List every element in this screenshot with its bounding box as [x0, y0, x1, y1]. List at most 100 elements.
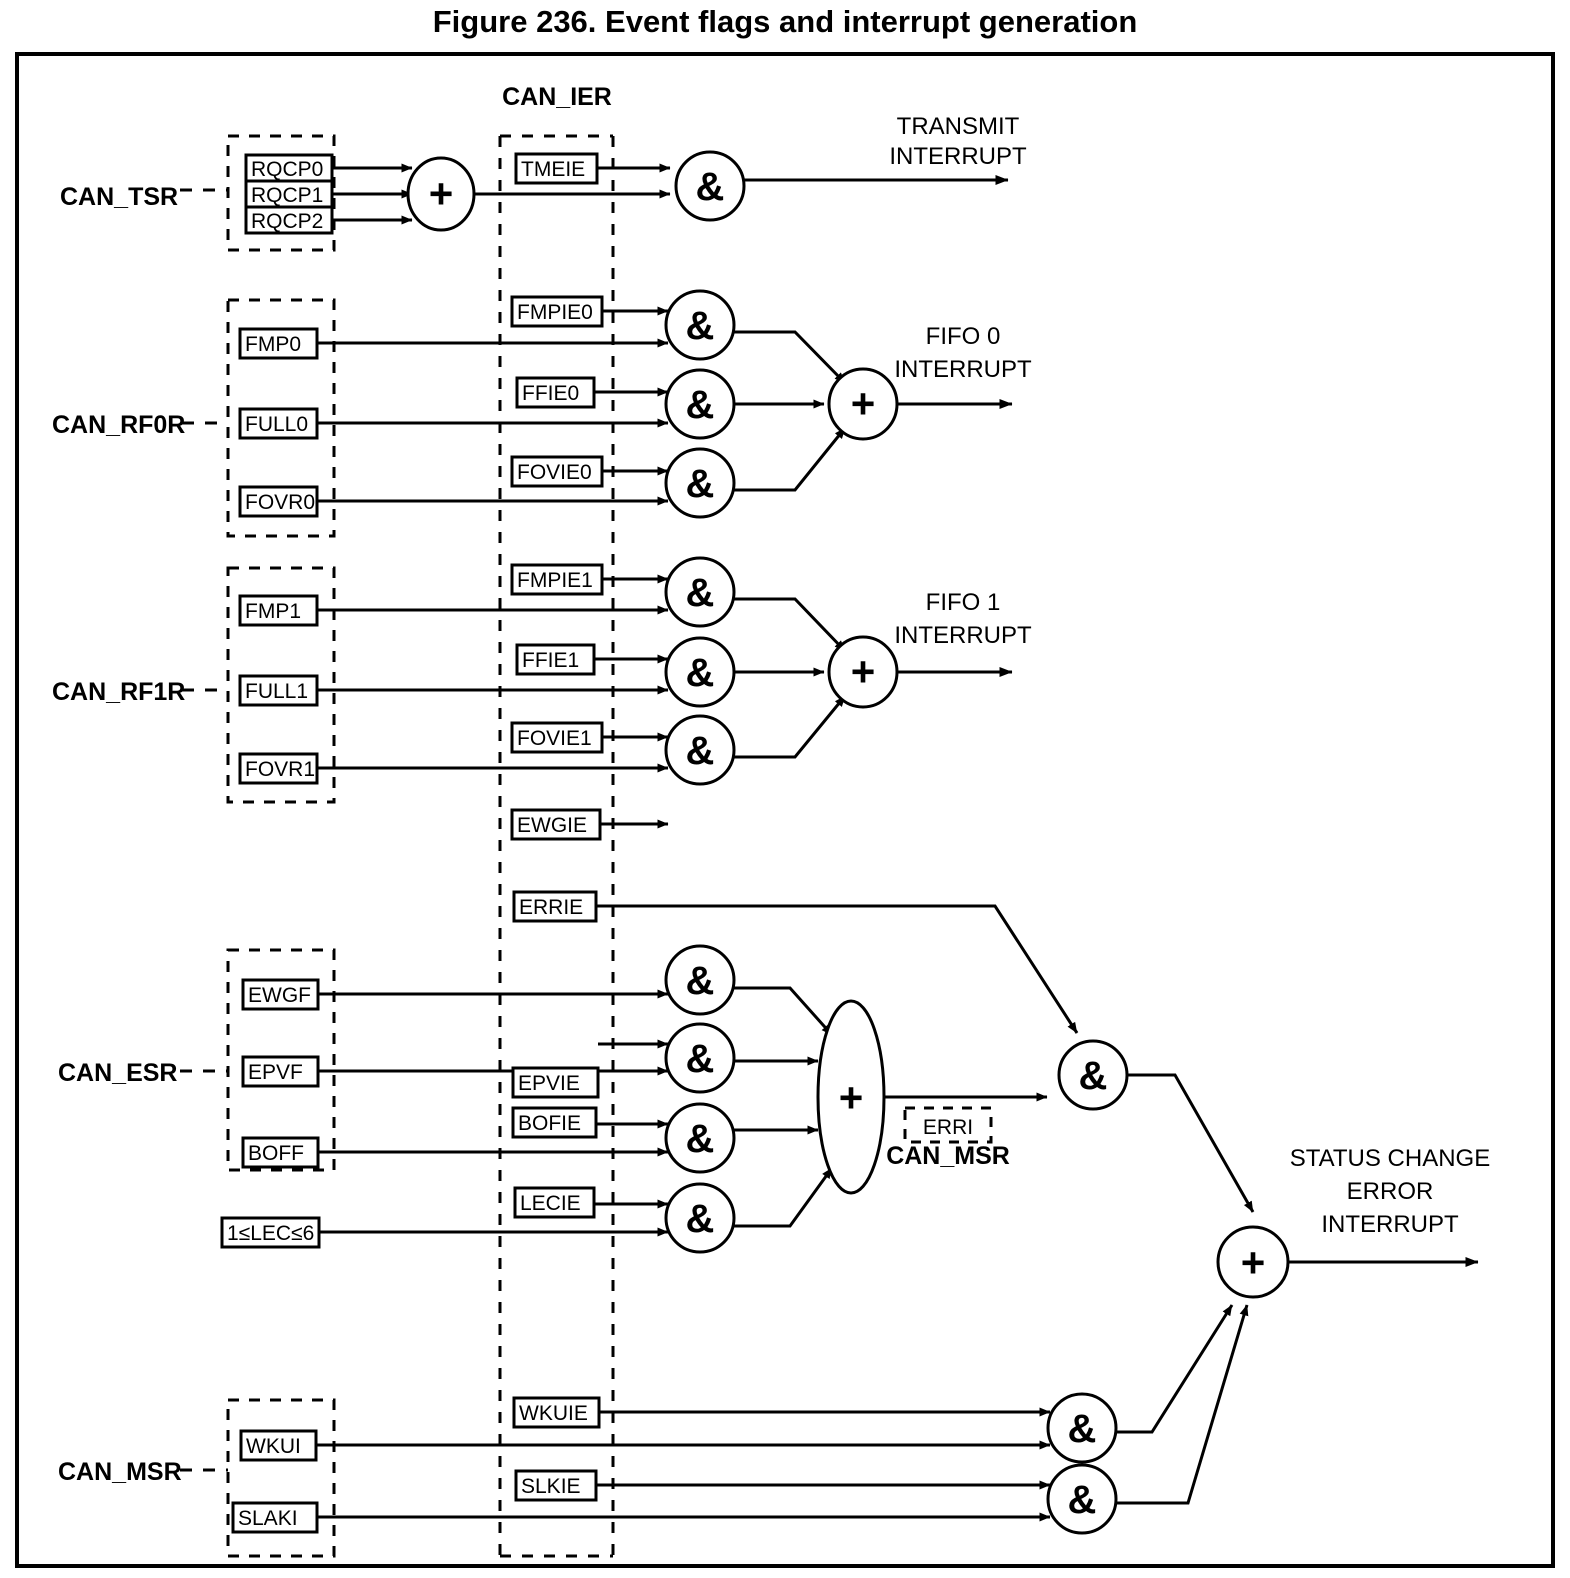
output-transmit-line2: INTERRUPT — [889, 143, 1027, 170]
flag-box-fmp1 — [238, 594, 319, 627]
output-status-line3: INTERRUPT — [1321, 1211, 1459, 1238]
msr-erri-register-label: CAN_MSR — [886, 1142, 1010, 1170]
figure-title: Figure 236. Event flags and interrupt ge… — [432, 4, 1138, 39]
ier-box-slkie — [514, 1469, 598, 1502]
flag-label-slaki: SLAKI — [238, 1507, 298, 1530]
register-label-can-esr: CAN_ESR — [58, 1059, 177, 1087]
flag-label-rqcp2: RQCP2 — [251, 210, 323, 233]
and-gate-fmpie1 — [664, 556, 736, 628]
and-gate-epvie — [664, 1022, 736, 1094]
and-gate-bofie — [664, 1102, 736, 1174]
ier-label-wkuie: WKUIE — [519, 1402, 588, 1425]
ier-label-ffie1: FFIE1 — [522, 649, 579, 672]
section-fifo1: FMP1 FULL1 FOVR1 FMPIE1 FFIE1 FOVIE1 & &… — [238, 556, 1032, 786]
ier-box-bofie — [511, 1106, 598, 1139]
dashed-group-rf1r — [226, 566, 336, 804]
ier-label-slkie: SLKIE — [521, 1475, 581, 1498]
and-gate-lecie — [664, 1182, 736, 1254]
and-gate-slkie-glyph: & — [1068, 1478, 1097, 1522]
output-status-line1: STATUS CHANGE — [1290, 1145, 1490, 1172]
and-gate-tmeie-glyph: & — [696, 165, 725, 209]
ier-label-ewgie: EWGIE — [517, 814, 587, 837]
or-gate-fifo1-glyph: + — [851, 648, 876, 695]
ier-label-fmpie1: FMPIE1 — [517, 569, 593, 592]
ier-label-errie: ERRIE — [519, 896, 583, 919]
and-gate-ffie0-glyph: & — [686, 383, 715, 427]
and-gate-ewgie — [664, 944, 736, 1016]
ier-label-tmeie: TMEIE — [521, 158, 585, 181]
output-fifo0-line1: FIFO 0 — [926, 323, 1001, 350]
and-gate-ewgie-glyph: & — [686, 959, 715, 1003]
section-msr: WKUI SLAKI WKUIE SLKIE & & — [231, 1304, 1249, 1535]
and-gate-fmpie0-glyph: & — [686, 304, 715, 348]
can-ier-label: CAN_IER — [502, 83, 612, 111]
msr-erri-label: ERRI — [923, 1116, 973, 1139]
flag-box-lec-range — [220, 1216, 321, 1249]
register-label-can-rf1r: CAN_RF1R — [52, 678, 185, 706]
output-status-line2: ERROR — [1347, 1178, 1434, 1205]
flag-label-full1: FULL1 — [245, 680, 308, 703]
and-gate-fmpie0 — [664, 289, 736, 361]
or-gate-esr-glyph: + — [839, 1074, 864, 1121]
register-label-can-msr: CAN_MSR — [58, 1458, 182, 1486]
or-gate-status-glyph: + — [1241, 1239, 1266, 1286]
dashed-group-rf0r — [226, 298, 336, 538]
and-gate-fmpie1-glyph: & — [686, 571, 715, 615]
and-gate-epvie-glyph: & — [686, 1037, 715, 1081]
dashed-group-esr — [226, 948, 336, 1172]
flag-label-wkui: WKUI — [246, 1435, 301, 1458]
ier-box-epvie — [511, 1066, 600, 1099]
register-connectors — [180, 188, 228, 1472]
and-gate-ffie1-glyph: & — [686, 651, 715, 695]
output-fifo0-line2: INTERRUPT — [894, 356, 1032, 383]
ier-box-errie — [512, 890, 598, 923]
flag-label-lec-range: 1≤LEC≤6 — [227, 1222, 314, 1245]
and-gate-fovie0 — [664, 447, 736, 519]
register-label-can-rf0r: CAN_RF0R — [52, 411, 185, 439]
section-fifo0: FMP0 FULL0 FOVR0 FMPIE0 FFIE0 FOVIE0 & & — [238, 289, 1032, 519]
can-ier-column-dashed — [498, 134, 615, 1558]
ier-label-fmpie0: FMPIE0 — [517, 301, 593, 324]
or-gate-fifo0-glyph: + — [851, 380, 876, 427]
ier-box-ffie1 — [515, 643, 596, 676]
ier-label-fovie1: FOVIE1 — [517, 727, 592, 750]
msr-erri-dashed-box — [903, 1106, 993, 1144]
and-gate-wkuie-glyph: & — [1068, 1407, 1097, 1451]
ier-label-lecie: LECIE — [520, 1192, 581, 1215]
output-transmit-line1: TRANSMIT — [897, 113, 1020, 140]
section-error: ERRIE EWGF EPVF BOFF 1≤LEC≤6 EWGIE EPVIE — [220, 808, 1490, 1299]
output-fifo1-line1: FIFO 1 — [926, 589, 1001, 616]
flag-label-rqcp1: RQCP1 — [251, 184, 323, 207]
and-gate-errie-glyph: & — [1079, 1054, 1108, 1098]
flag-box-fovr1 — [238, 752, 319, 785]
dashed-group-tsr — [226, 134, 336, 252]
flag-box-rqcp2 — [244, 205, 334, 235]
flag-label-fmp1: FMP1 — [245, 600, 301, 623]
register-label-can-tsr: CAN_TSR — [60, 183, 178, 211]
flag-label-fovr0: FOVR0 — [245, 491, 315, 514]
flag-box-wkui — [239, 1429, 318, 1462]
and-gate-fovie1 — [664, 714, 736, 786]
and-gate-fovie1-glyph: & — [686, 729, 715, 773]
flag-box-full0 — [238, 407, 319, 440]
flag-label-rqcp0: RQCP0 — [251, 158, 323, 181]
and-gate-slkie — [1046, 1463, 1118, 1535]
and-gate-lecie-glyph: & — [686, 1197, 715, 1241]
ier-label-ffie0: FFIE0 — [522, 382, 579, 405]
flag-label-epvf: EPVF — [248, 1061, 303, 1084]
ier-label-bofie: BOFIE — [518, 1112, 581, 1135]
ier-box-fovie1 — [510, 721, 604, 754]
flag-label-full0: FULL0 — [245, 413, 308, 436]
flag-box-boff — [241, 1136, 320, 1169]
ier-label-epvie: EPVIE — [518, 1072, 580, 1095]
flag-box-rqcp1 — [244, 179, 334, 209]
flag-label-fmp0: FMP0 — [245, 333, 301, 356]
flag-box-fovr0 — [238, 485, 319, 518]
flag-label-fovr1: FOVR1 — [245, 758, 315, 781]
section-transmit: RQCP0 RQCP1 RQCP2 + TMEIE & TRANSMIT INT… — [244, 113, 1027, 235]
flag-label-ewgf: EWGF — [248, 984, 311, 1007]
and-gate-wkuie — [1046, 1392, 1118, 1464]
figure-frame — [15, 52, 1555, 1568]
